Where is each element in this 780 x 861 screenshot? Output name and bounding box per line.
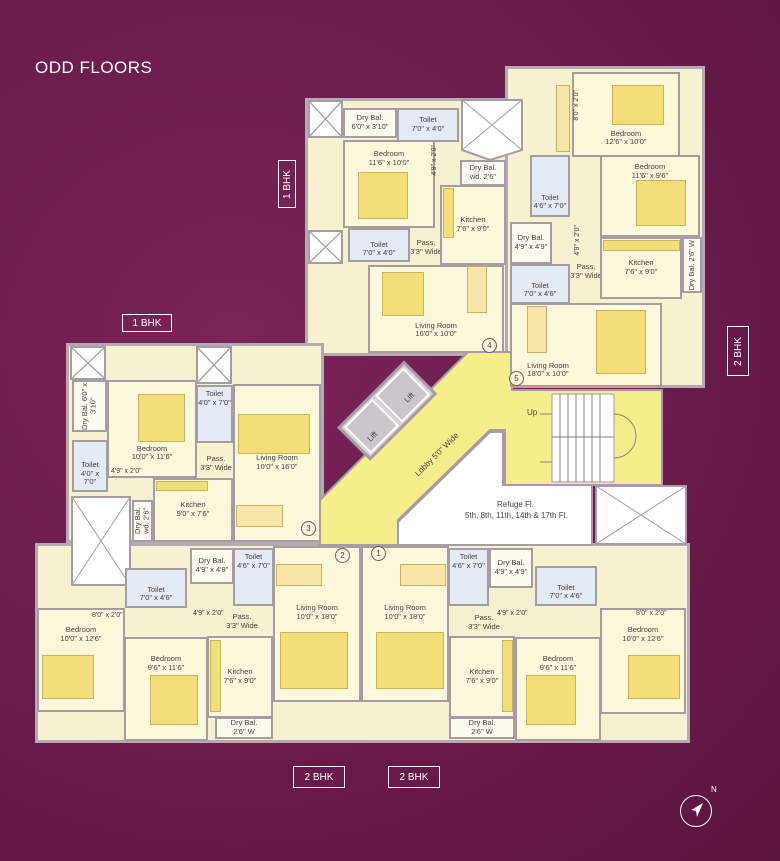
dimension-label: 4'9" x 2'0"	[574, 225, 581, 256]
bed-icon	[358, 172, 408, 219]
dining-table-icon	[467, 266, 487, 313]
dining-table-icon	[236, 505, 283, 527]
sofa-icon	[238, 414, 310, 454]
bed-icon	[636, 180, 686, 226]
dimension-label: 4'9" x 2'0"	[111, 468, 142, 475]
sofa-icon	[382, 272, 424, 316]
kitchen-counter	[210, 640, 221, 712]
entry-number: 2	[335, 548, 350, 563]
bed-icon	[42, 655, 94, 699]
refuge-floors: 5th, 8th, 11th, 14th & 17th Fl.	[465, 511, 568, 520]
bed-icon	[526, 675, 576, 725]
room-dry-balcony: Dry Bal.2'6" W	[449, 717, 515, 739]
dimension-label: 4'9" x 2'0"	[193, 610, 224, 617]
passage: Pass.3'3" Wide	[226, 612, 258, 630]
dimension-label: 8'0" x 2'0"	[573, 90, 580, 121]
dimension-label: 8'0" x 2'0"	[92, 612, 123, 619]
room-dry-balcony: Dry Bal.4'9" x 4'9"	[489, 548, 533, 588]
sofa-icon	[596, 310, 646, 374]
bed-icon	[628, 655, 680, 699]
entry-number: 5	[509, 371, 524, 386]
left-shaft	[71, 496, 131, 586]
room-dry-balcony: Dry Bal. 6'0" x 3'10"	[72, 380, 107, 432]
room-dry-balcony: Dry Bal.4'9" x 4'9"	[510, 222, 552, 264]
room-dry-balcony: Dry Bal.4'9" x 4'9"	[190, 548, 234, 584]
bed-icon	[612, 85, 664, 125]
duct-shaft	[308, 100, 343, 138]
entry-number: 4	[482, 338, 497, 353]
kitchen-counter	[502, 640, 513, 712]
room-dry-balcony: Dry Bal.6'0" x 3'10"	[343, 108, 397, 138]
entry-number: 3	[301, 521, 316, 536]
kitchen-counter	[603, 240, 680, 251]
room-dry-balcony: Dry Bal.wd. 2'6"	[460, 160, 506, 186]
kitchen-counter	[443, 188, 454, 238]
duct-shaft	[70, 346, 106, 380]
dimension-label: 8'0" x 2'0"	[636, 610, 667, 617]
unit-tag-bottom-right: 2 BHK	[388, 766, 440, 788]
wardrobe	[556, 85, 570, 152]
unit-tag-mid-left: 1 BHK	[122, 314, 172, 332]
top-shaft	[461, 99, 523, 162]
duct-shaft	[196, 346, 232, 384]
room-dry-balcony: Dry Bal. 2'6" W	[682, 237, 702, 293]
unit-tag-right: 2 BHK	[727, 326, 749, 376]
passage: Pass.3'3" Wide	[468, 613, 500, 631]
room-dry-balcony: Dry Bal. wd. 2'6"	[132, 500, 153, 542]
right-shaft	[595, 485, 687, 545]
unit-tag-bottom-left: 2 BHK	[293, 766, 345, 788]
duct-shaft	[308, 230, 343, 264]
sofa-icon	[280, 632, 348, 689]
north-label: N	[711, 785, 717, 794]
entry-number: 1	[371, 546, 386, 561]
dining-table-icon	[400, 564, 446, 586]
page-title: ODD FLOORS	[35, 58, 153, 77]
room-dry-balcony: Dry Bal.2'6" W	[215, 717, 273, 739]
bed-icon	[150, 675, 198, 725]
staircase	[540, 393, 637, 483]
passage: Pass.3'3" Wide	[200, 454, 232, 472]
lift-1	[343, 398, 400, 454]
lift-2	[375, 367, 431, 423]
dining-table-icon	[527, 306, 547, 353]
north-arrow-icon	[680, 795, 712, 827]
lift-block	[336, 360, 438, 461]
dining-table-icon	[276, 564, 322, 586]
kitchen-counter	[156, 481, 208, 491]
refuge-title: Refuge Fl.	[497, 500, 534, 509]
passage: Pass.3'3" Wide	[570, 262, 602, 280]
bed-icon	[138, 394, 185, 442]
dimension-label: 4'9" x 2'0"	[431, 145, 438, 176]
passage: Pass.3'3" Wide	[410, 238, 442, 256]
dimension-label: 4'9" x 2'0"	[497, 610, 528, 617]
sofa-icon	[376, 632, 444, 689]
stair-up-label: Up	[527, 408, 538, 417]
unit-tag-top-left: 1 BHK	[278, 160, 296, 208]
refuge-floor	[397, 431, 593, 546]
